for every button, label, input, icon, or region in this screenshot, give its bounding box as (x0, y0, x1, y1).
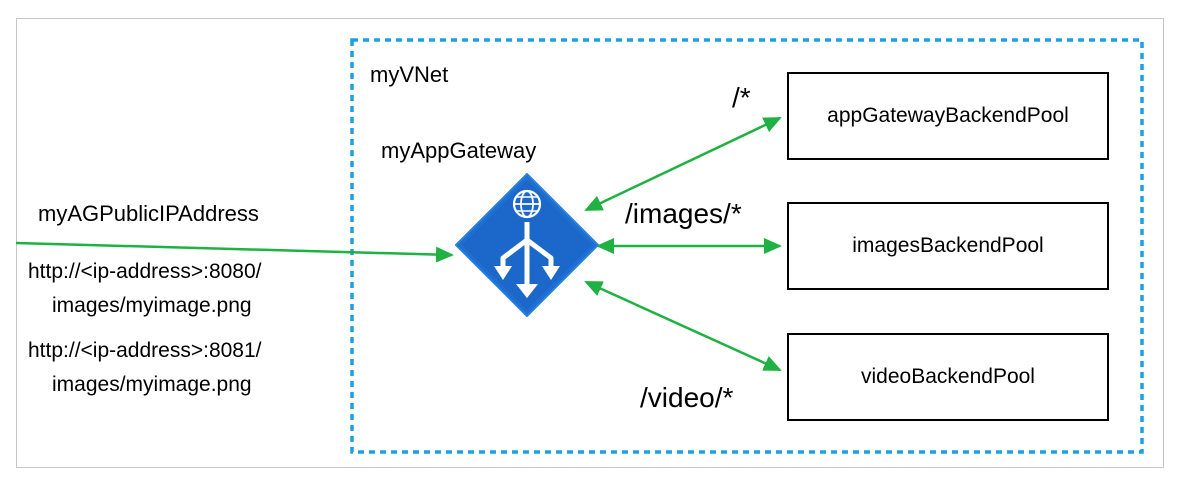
route-path-video: /video/* (640, 382, 734, 413)
backend-pool-app-gateway: appGatewayBackendPool (787, 72, 1109, 160)
url-8080-line2: images/myimage.png (52, 294, 252, 317)
url-8081-line1: http://<ip-address>:8081/ (28, 339, 262, 362)
vnet-boundary (350, 38, 1144, 454)
route-path-root: /* (732, 82, 751, 113)
backend-pool-label: videoBackendPool (861, 365, 1035, 388)
application-gateway-icon (455, 173, 599, 317)
vnet-label: myVNet (370, 62, 449, 87)
url-8081-line2: images/myimage.png (52, 373, 252, 396)
public-ip-label: myAGPublicIPAddress (38, 201, 259, 226)
backend-pool-video: videoBackendPool (787, 333, 1109, 421)
route-arrow-video (584, 280, 782, 372)
route-path-images: /images/* (625, 198, 742, 229)
backend-pool-label: appGatewayBackendPool (827, 104, 1069, 127)
gateway-label: myAppGateway (381, 138, 537, 163)
public-ip-arrow (15, 241, 454, 263)
route-arrow-root (584, 116, 782, 212)
backend-pool-label: imagesBackendPool (852, 234, 1044, 257)
url-8080-line1: http://<ip-address>:8080/ (28, 260, 262, 283)
backend-pool-images: imagesBackendPool (787, 202, 1109, 290)
